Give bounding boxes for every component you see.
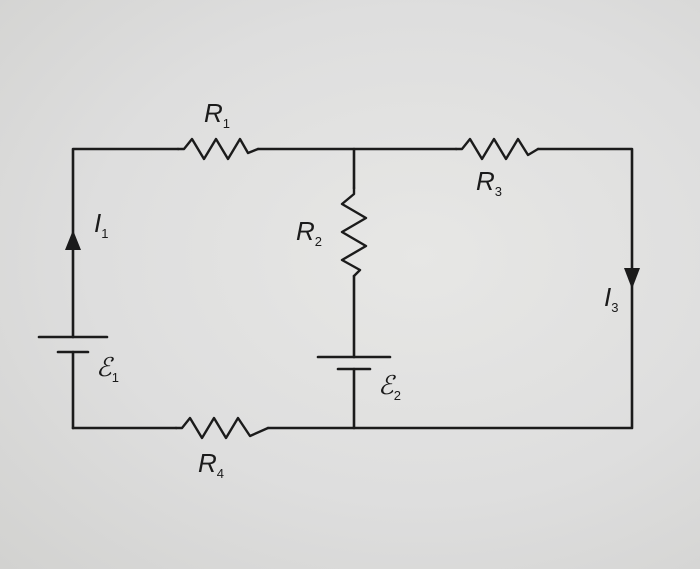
battery-e1: [37, 335, 109, 354]
wires: [71, 147, 634, 430]
resistor-r3: [454, 137, 540, 161]
label-e1: ℰ1: [96, 352, 119, 385]
label-r2: R2: [296, 216, 322, 249]
label-i1: I1: [94, 208, 108, 241]
label-r4: R4: [198, 448, 224, 481]
label-r3: R3: [476, 166, 502, 199]
resistor-r4: [174, 416, 270, 440]
resistor-r1: [176, 137, 260, 161]
current-arrow-i3: [624, 268, 640, 289]
resistor-r2: [340, 186, 368, 278]
current-arrow-i1: [65, 230, 81, 250]
label-e2: ℰ2: [378, 370, 401, 403]
battery-e2: [316, 355, 392, 371]
label-i3: I3: [604, 282, 618, 315]
label-r1: R1: [204, 98, 230, 131]
wire-left-upper: [71, 147, 180, 339]
wire-right: [266, 147, 634, 430]
